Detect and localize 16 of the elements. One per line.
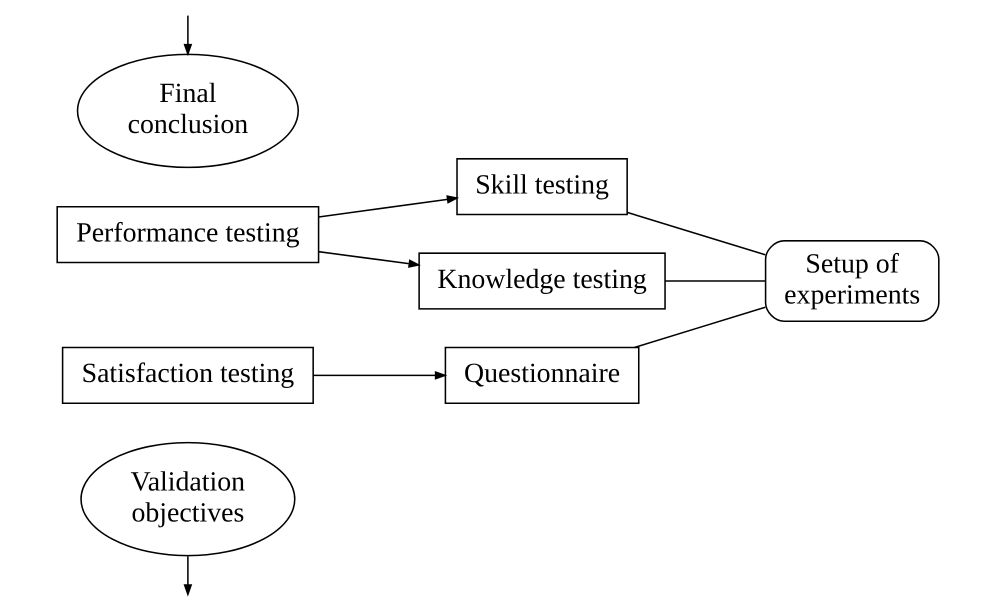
arrow xyxy=(313,371,448,380)
connector xyxy=(634,306,766,348)
node-box: Performance testing xyxy=(56,206,320,264)
node-box: Setup of experiments xyxy=(764,240,940,322)
arrow xyxy=(184,556,192,597)
arrow xyxy=(184,16,192,56)
arrow xyxy=(318,195,460,218)
arrow xyxy=(318,250,421,268)
node-ellipse: Validation objectives xyxy=(80,442,296,556)
node-box: Knowledge testing xyxy=(418,252,666,310)
connector xyxy=(665,280,766,282)
node-box: Satisfaction testing xyxy=(62,346,314,404)
node-ellipse: Final conclusion xyxy=(76,54,299,168)
node-box: Skill testing xyxy=(456,158,628,216)
node-box: Questionnaire xyxy=(444,346,640,404)
connector xyxy=(627,212,766,256)
